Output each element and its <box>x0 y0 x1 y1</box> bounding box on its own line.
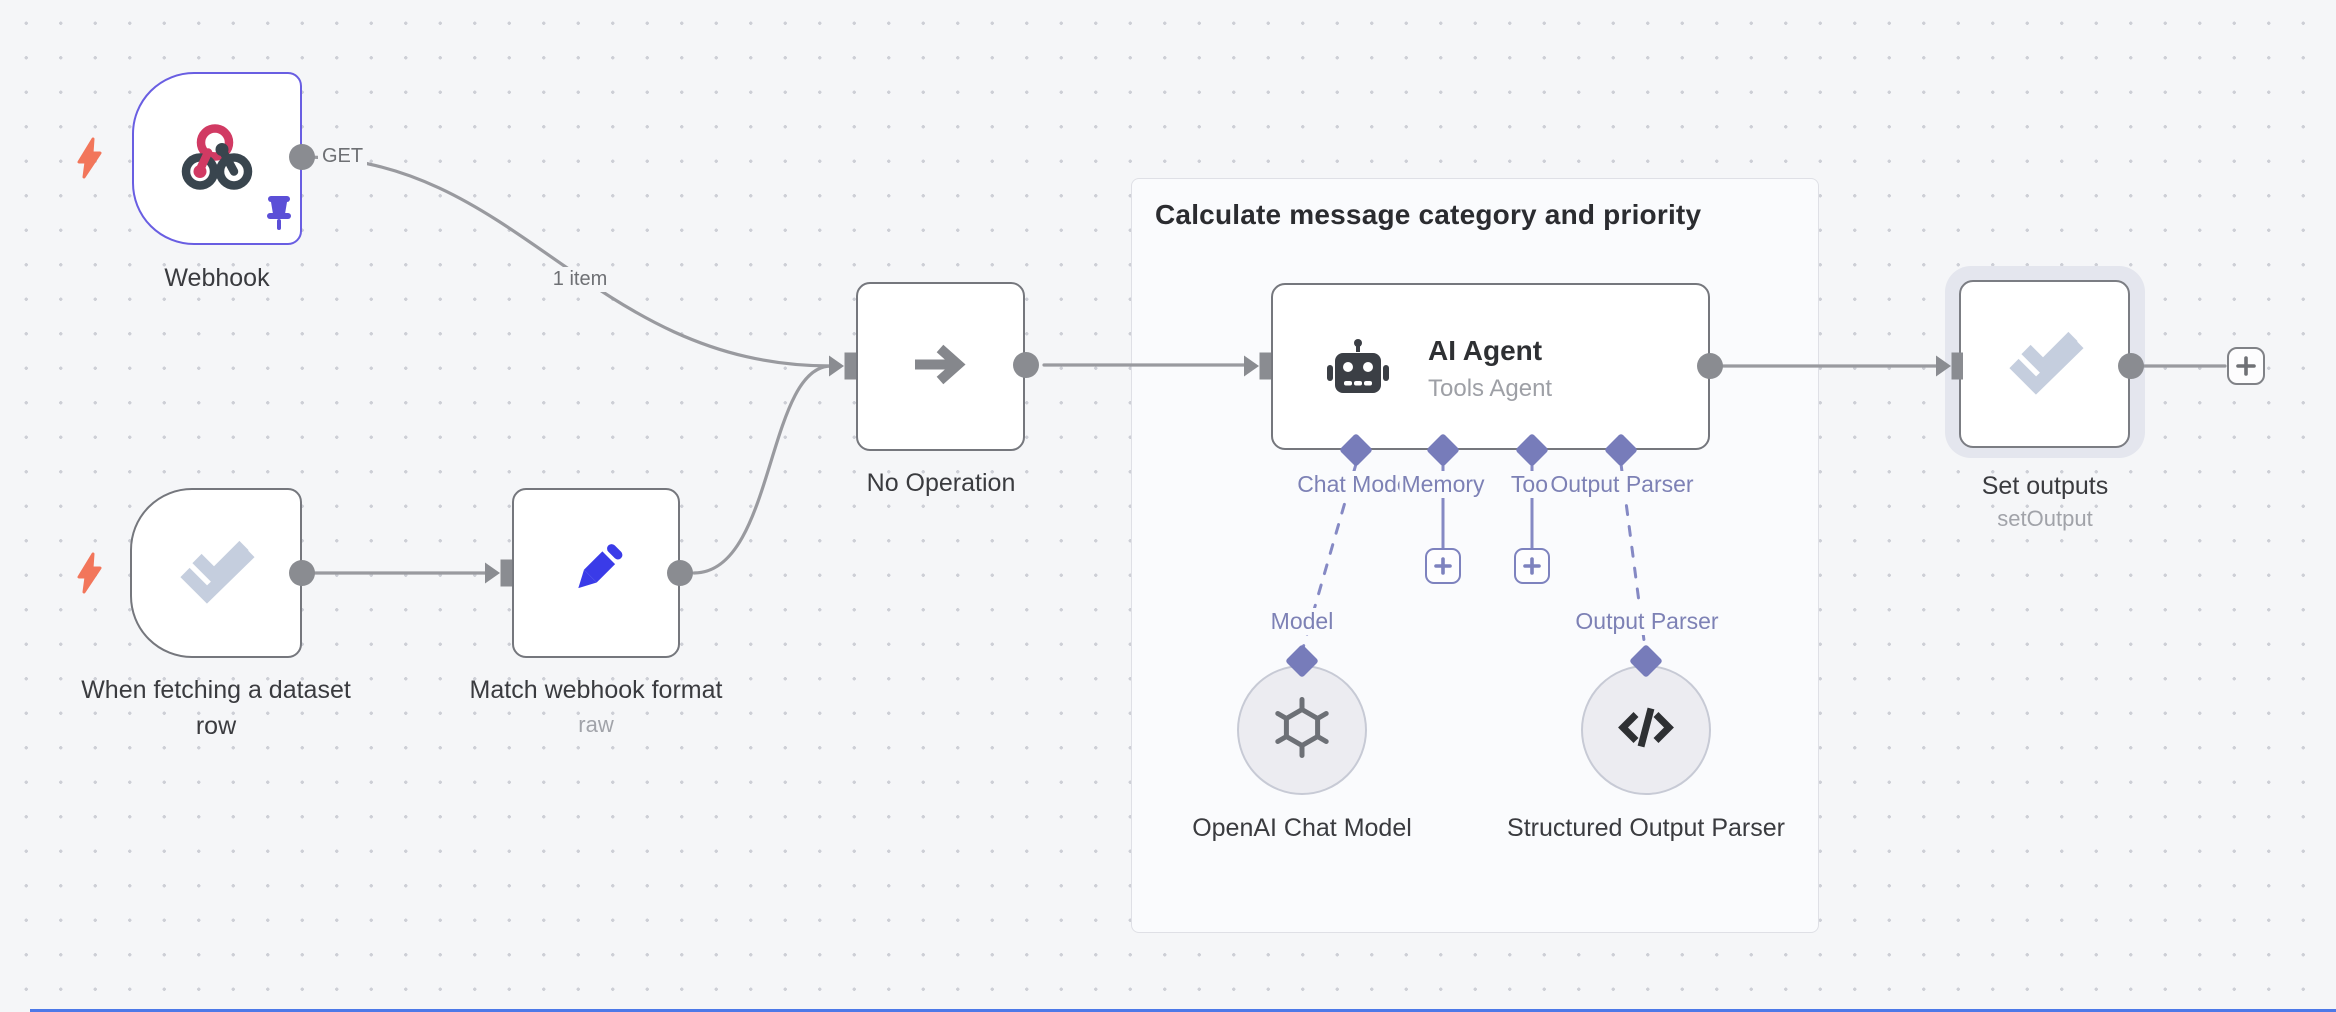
node-label-set-outputs: Set outputs <box>1981 472 2109 500</box>
node-label-dataset-trigger: When fetching a dataset row <box>81 676 351 740</box>
node-label-output-parser: Structured Output Parser <box>1507 814 1785 842</box>
trigger-bolt-icon-dataset <box>70 551 110 600</box>
add-tool-button[interactable] <box>1514 548 1550 584</box>
arrow-right-icon <box>905 332 977 401</box>
node-label-webhook: Webhook <box>164 264 270 292</box>
node-dataset-trigger[interactable] <box>130 488 302 658</box>
items-count-label: 1 item <box>548 267 612 292</box>
group-frame-title: Calculate message category and priority <box>1155 199 1702 230</box>
pin-icon <box>262 194 296 235</box>
port-label-output-parser: Output Parser <box>1548 471 1696 498</box>
bottom-accent-line <box>30 1009 2336 1012</box>
node-set-outputs[interactable] <box>1959 280 2130 448</box>
double-check-icon <box>2005 326 2085 403</box>
pencil-icon <box>557 532 635 615</box>
robot-icon <box>1323 337 1393 408</box>
node-label-openai: OpenAI Chat Model <box>1192 814 1412 842</box>
edge-webhook-to-noop[interactable] <box>300 155 833 368</box>
node-no-operation[interactable] <box>856 282 1025 451</box>
ai-agent-title: AI Agent <box>1428 335 1543 366</box>
port-label-model: Model <box>1268 608 1336 635</box>
port-label-memory: Memory <box>1399 471 1487 498</box>
node-webhook[interactable] <box>132 72 302 245</box>
double-check-icon <box>176 535 256 612</box>
port-label-parser-output: Output Parser <box>1573 608 1721 635</box>
add-next-node-button[interactable] <box>2227 347 2265 385</box>
node-label-noop: No Operation <box>866 469 1016 497</box>
webhook-method-label: GET <box>318 144 368 169</box>
plus-icon <box>1523 557 1541 575</box>
node-label-match-format: Match webhook format <box>469 676 723 704</box>
plus-icon <box>1434 557 1452 575</box>
input-port-match[interactable] <box>485 559 512 587</box>
webhook-icon <box>179 118 255 199</box>
add-memory-button[interactable] <box>1425 548 1461 584</box>
node-ai-agent[interactable]: AI Agent Tools Agent <box>1271 283 1710 450</box>
ai-agent-subtitle: Tools Agent <box>1428 375 1553 402</box>
node-structured-output-parser[interactable] <box>1581 665 1711 795</box>
node-openai-chat-model[interactable] <box>1237 665 1367 795</box>
openai-logo-icon <box>1270 696 1334 765</box>
node-subtitle-match-format: raw <box>578 712 614 737</box>
plus-icon <box>2236 356 2256 376</box>
node-match-webhook-format[interactable] <box>512 488 680 658</box>
edge-match-to-noop[interactable] <box>692 364 833 575</box>
node-subtitle-set-outputs: setOutput <box>1997 506 2093 531</box>
code-icon <box>1614 699 1678 762</box>
trigger-bolt-icon-webhook <box>70 136 110 185</box>
input-port-noop[interactable] <box>829 352 856 380</box>
